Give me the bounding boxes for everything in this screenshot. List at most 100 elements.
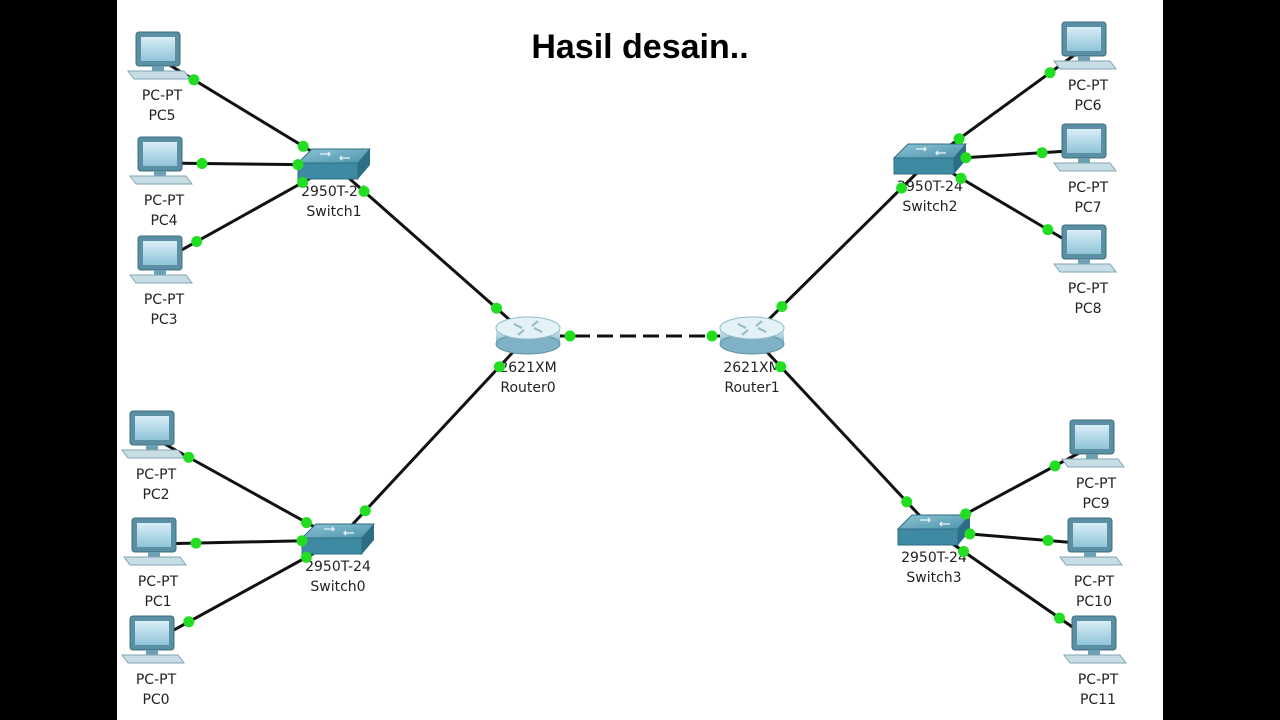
switch-model-label: 2950T-24 — [305, 559, 371, 575]
router-router0[interactable]: 2621XM Router0 — [495, 316, 561, 396]
pc-name-label: PC4 — [150, 213, 177, 229]
port-light-pc0 — [183, 616, 195, 628]
port-light-pc4 — [196, 158, 208, 169]
pc-pc3[interactable]: PC-PT PC3 — [129, 235, 193, 328]
pc-pc10[interactable]: PC-PT PC10 — [1059, 517, 1123, 610]
port-light-s2 — [896, 182, 908, 194]
switch-name-label: Switch2 — [902, 199, 957, 215]
port-light-s1 — [297, 177, 309, 188]
pc-name-label: PC1 — [144, 594, 171, 610]
pc-pc11[interactable]: PC-PT PC11 — [1063, 615, 1127, 708]
port-light-pc3 — [191, 236, 203, 247]
port-light-pc7 — [1036, 147, 1048, 159]
switch-icon — [896, 514, 972, 546]
switch-name-label: Switch1 — [306, 204, 361, 220]
switch-name-label: Switch3 — [906, 570, 961, 586]
pc-pc8[interactable]: PC-PT PC8 — [1053, 224, 1117, 317]
port-light-s1 — [358, 185, 370, 197]
pc-name-label: PC5 — [148, 108, 175, 124]
switch-model-label: 2950T-24 — [301, 184, 367, 200]
router-icon — [719, 316, 785, 355]
port-light-pc2 — [183, 451, 195, 463]
port-light-pc11 — [1054, 612, 1065, 624]
port-light-pc10 — [1042, 535, 1054, 546]
switch-model-label: 2950T-24 — [897, 179, 963, 195]
pc-type-label: PC-PT — [136, 467, 177, 483]
switch-model-label: 2950T-24 — [901, 550, 967, 566]
pc-name-label: PC0 — [142, 692, 169, 708]
port-light-s3 — [960, 508, 972, 520]
router-name-label: Router1 — [724, 380, 779, 396]
pc-icon — [129, 136, 193, 185]
pc-pc0[interactable]: PC-PT PC0 — [121, 615, 185, 708]
pc-name-label: PC9 — [1082, 496, 1109, 512]
pc-icon — [1059, 517, 1123, 566]
port-light-r0 — [491, 302, 502, 314]
router-router1[interactable]: 2621XM Router1 — [719, 316, 785, 396]
pc-type-label: PC-PT — [138, 574, 179, 590]
pc-type-label: PC-PT — [1078, 672, 1119, 688]
pc-icon — [123, 517, 187, 566]
pc-icon — [1063, 615, 1127, 664]
link-s2-pc8[interactable] — [929, 158, 1085, 253]
pc-type-label: PC-PT — [136, 672, 177, 688]
port-light-s2 — [955, 172, 967, 184]
switch-icon — [300, 523, 376, 555]
router-name-label: Router0 — [500, 380, 555, 396]
port-light-pc5 — [188, 74, 200, 86]
port-light-pc1 — [190, 537, 202, 549]
devices-layer: PC-PTPC5PC-PTPC4PC-PTPC3PC-PTPC2PC-PTPC1… — [121, 21, 1127, 708]
pc-name-label: PC2 — [142, 487, 169, 503]
pc-type-label: PC-PT — [1074, 574, 1115, 590]
port-light-pc9 — [1049, 460, 1061, 472]
pc-name-label: PC3 — [150, 312, 177, 328]
diagram-title: Hasil desain.. — [531, 28, 749, 66]
pc-pc9[interactable]: PC-PT PC9 — [1061, 419, 1125, 512]
port-light-s1 — [297, 140, 309, 152]
pc-name-label: PC6 — [1074, 98, 1101, 114]
pc-type-label: PC-PT — [144, 193, 185, 209]
port-light-s0 — [300, 551, 312, 563]
pc-icon — [1053, 123, 1117, 172]
port-light-s0 — [301, 517, 312, 529]
port-light-r0 — [564, 330, 576, 342]
pc-icon — [121, 410, 185, 459]
pc-pc4[interactable]: PC-PT PC4 — [129, 136, 193, 229]
switch-icon — [892, 143, 968, 175]
port-light-s0 — [359, 505, 371, 517]
pc-icon — [1061, 419, 1125, 468]
pc-name-label: PC8 — [1074, 301, 1101, 317]
port-light-r1 — [706, 330, 718, 342]
port-light-s1 — [292, 159, 304, 171]
port-light-s0 — [296, 535, 308, 547]
pc-type-label: PC-PT — [144, 292, 185, 308]
router-model-label: 2621XM — [499, 360, 556, 376]
ports-layer — [183, 67, 1065, 628]
port-light-s3 — [958, 546, 970, 557]
topology-canvas — [117, 0, 1163, 720]
pc-icon — [1053, 21, 1117, 70]
port-light-r1 — [775, 361, 787, 373]
switch-icon — [296, 148, 372, 180]
router-model-label: 2621XM — [723, 360, 780, 376]
pc-icon — [121, 615, 185, 664]
router-icon — [495, 316, 561, 355]
port-light-s2 — [960, 152, 972, 164]
port-light-pc6 — [1044, 67, 1056, 79]
pc-name-label: PC11 — [1080, 692, 1116, 708]
pc-type-label: PC-PT — [1068, 180, 1109, 196]
port-light-s3 — [964, 528, 976, 540]
pc-type-label: PC-PT — [1068, 281, 1109, 297]
pc-name-label: PC10 — [1076, 594, 1112, 610]
pc-pc1[interactable]: PC-PT PC1 — [123, 517, 187, 610]
pc-pc2[interactable]: PC-PT PC2 — [121, 410, 185, 503]
pc-type-label: PC-PT — [1076, 476, 1117, 492]
